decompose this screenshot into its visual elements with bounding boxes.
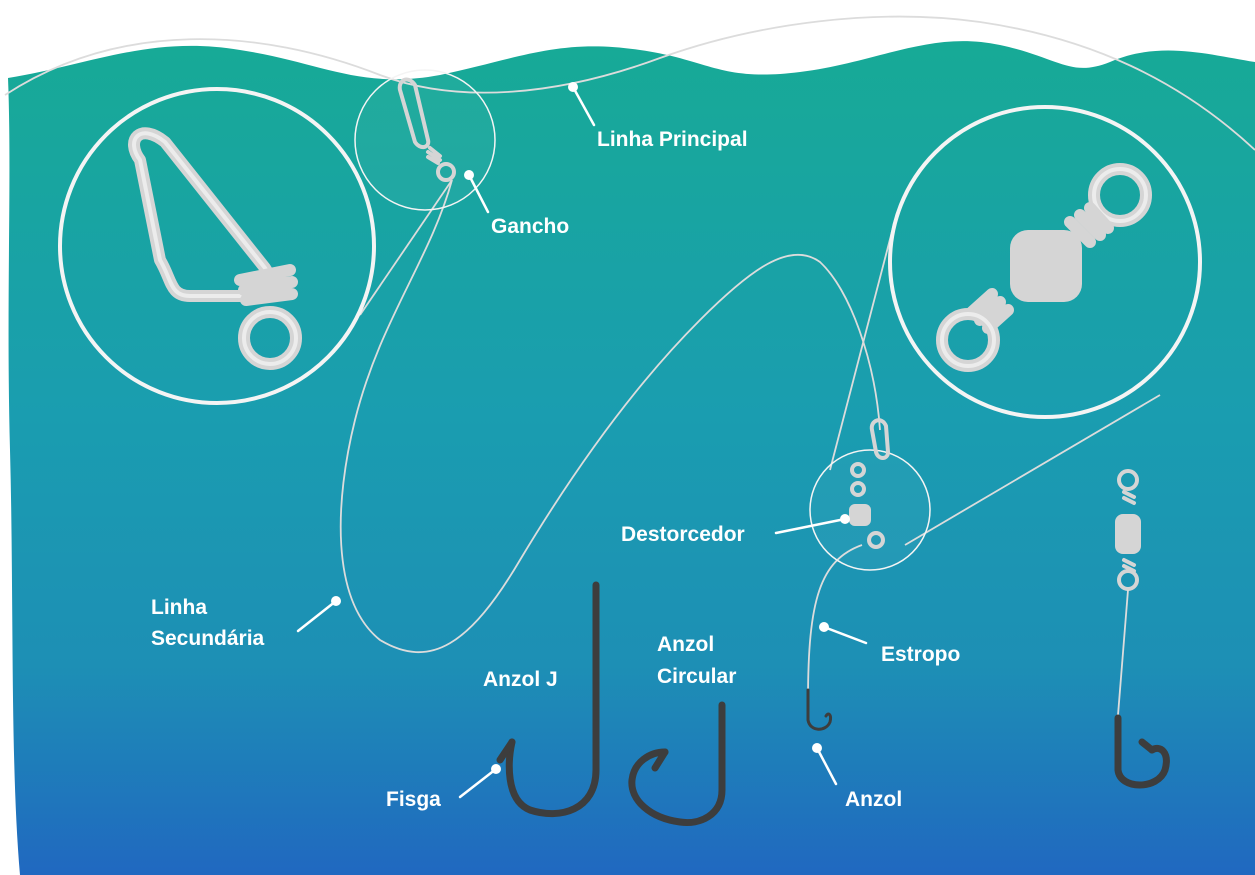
water-body: [8, 41, 1255, 875]
label-hook: Anzol: [845, 788, 902, 811]
label-circle-hook-1: Anzol: [657, 633, 714, 656]
snap-magnifier-ring: [355, 70, 495, 210]
label-branch-line-1: Linha: [151, 596, 207, 619]
label-main-line: Linha Principal: [597, 128, 748, 151]
label-barb: Fisga: [386, 788, 441, 811]
label-swivel: Destorcedor: [621, 523, 745, 546]
label-snap: Gancho: [491, 215, 569, 238]
label-j-hook: Anzol J: [483, 668, 558, 691]
label-snood: Estropo: [881, 643, 960, 666]
label-circle-hook-2: Circular: [657, 665, 736, 688]
label-branch-line-2: Secundária: [151, 627, 265, 650]
